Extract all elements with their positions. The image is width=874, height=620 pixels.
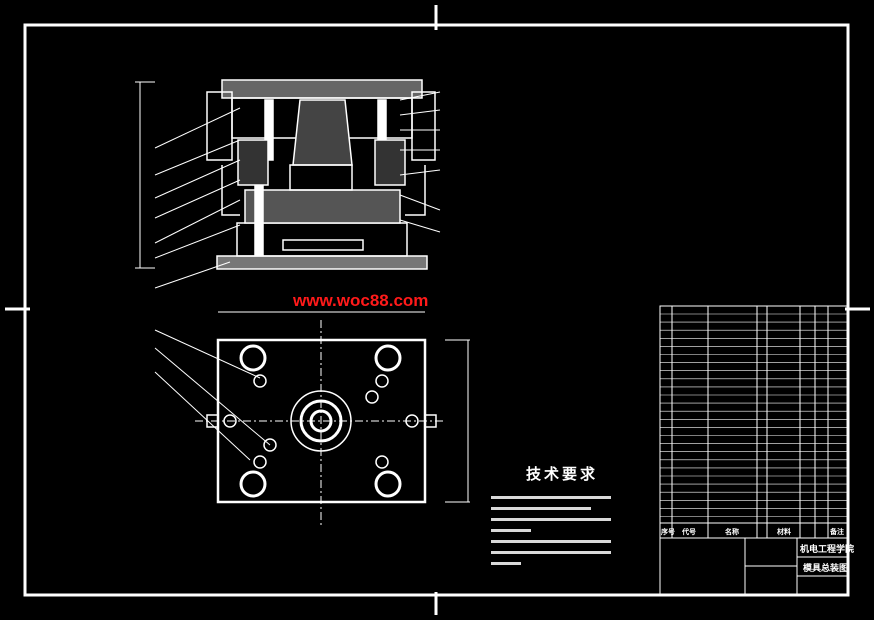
watermark: www.woc88.com [293,291,429,310]
bill-of-materials [659,305,849,539]
drawing-name: 模具总装图 [803,564,849,574]
technical-requirements-text [491,496,611,565]
bom-header-material: 材料 [777,528,791,536]
school-name: 机电工程学院 [800,545,855,555]
bom-header-index: 序号 [661,528,675,536]
plan-view [195,311,470,525]
leader-lines [154,91,441,461]
bom-header-remarks: 备注 [830,528,844,536]
front-section-view [135,79,436,270]
bom-header-name: 名称 [725,528,739,536]
bom-header-code: 代号 [682,528,696,536]
technical-requirements-title: 技术要求 [526,465,599,483]
title-block [659,537,849,596]
